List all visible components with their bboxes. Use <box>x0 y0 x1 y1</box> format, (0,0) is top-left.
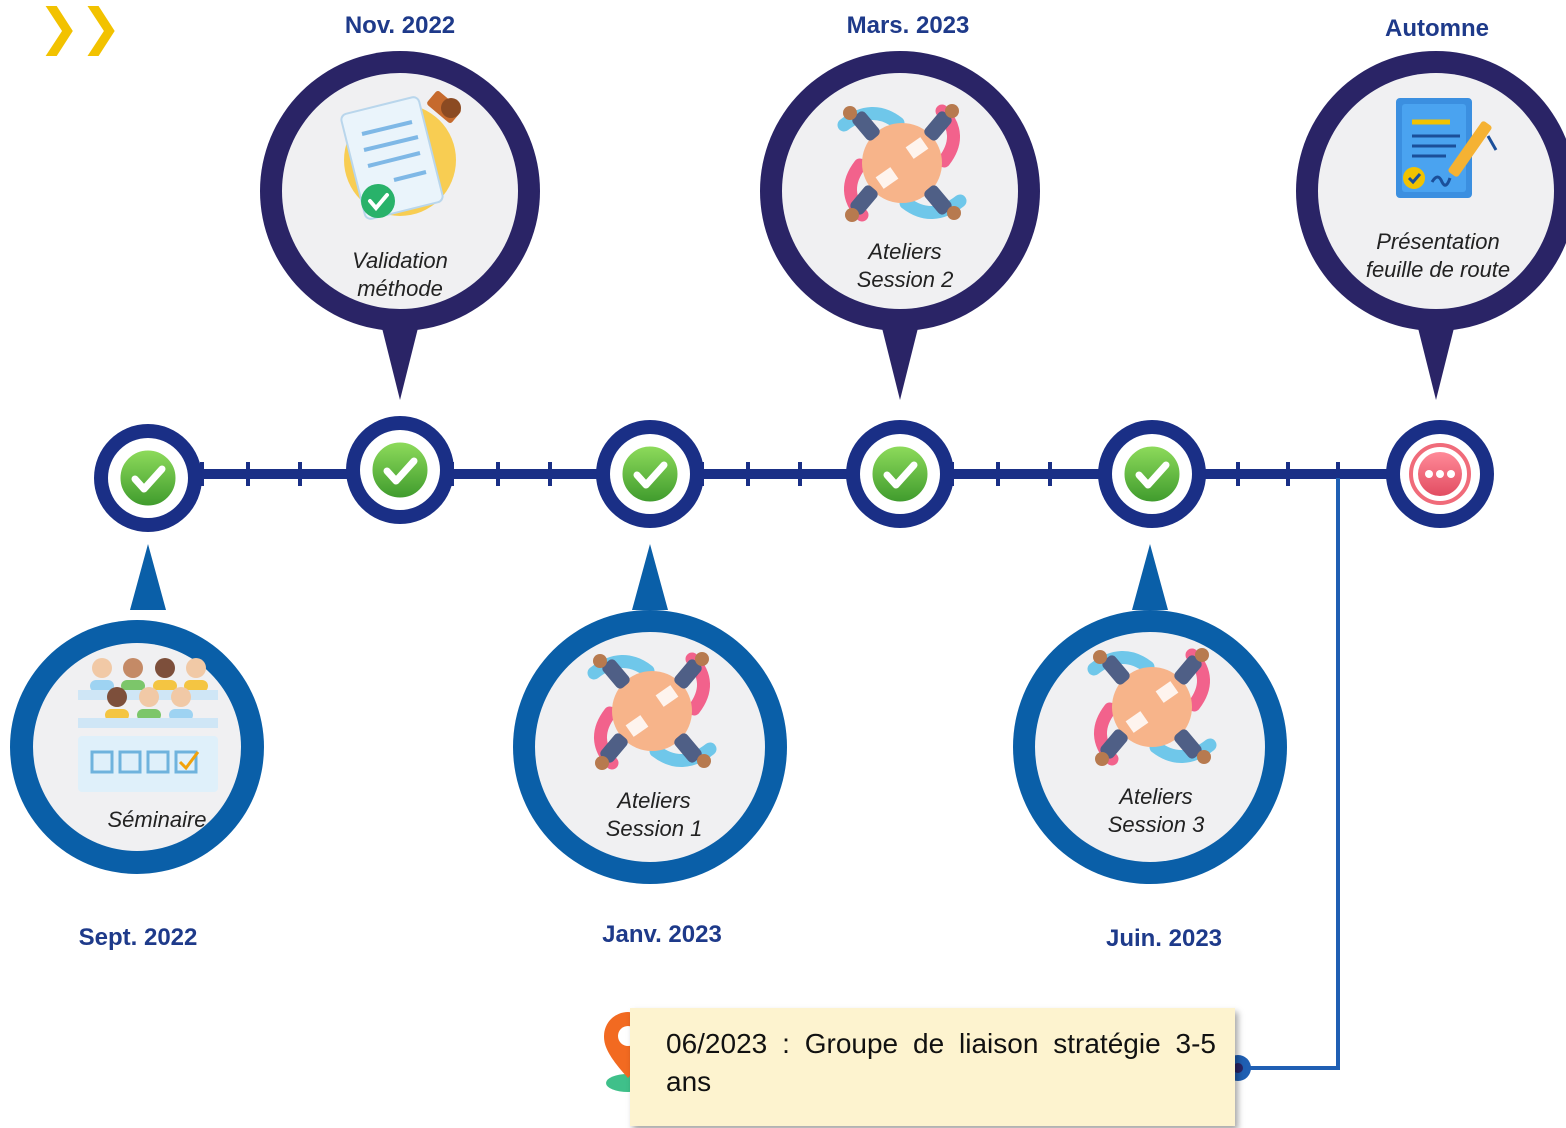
marker-janv-2023 <box>513 544 787 884</box>
marker-sept-2022 <box>10 544 264 874</box>
check-icon <box>119 449 177 507</box>
label-ateliers-session-3: Ateliers Session 3 <box>1108 783 1205 839</box>
label-line: Session 2 <box>856 267 954 292</box>
marker-automne <box>1296 51 1566 400</box>
label-ateliers-session-2: Ateliers Session 2 <box>857 238 954 294</box>
label-line: Présentation <box>1376 229 1500 254</box>
marker-nov-2022 <box>260 51 540 400</box>
date-janv-2023: Janv. 2023 <box>602 921 722 948</box>
label-line: Session 1 <box>605 816 703 841</box>
label-presentation-feuille-de-route: Présentation feuille de route <box>1366 228 1510 284</box>
check-icon <box>621 445 679 503</box>
timeline-node-3 <box>596 420 704 528</box>
signed-contract-icon <box>1396 98 1498 198</box>
label-line: méthode <box>357 276 443 301</box>
date-nov-2022: Nov. 2022 <box>344 12 456 39</box>
label-line: feuille de route <box>1365 257 1511 282</box>
label-line: Session 3 <box>1107 812 1205 837</box>
date-juin-2023: Juin. 2023 <box>1105 925 1223 952</box>
timeline-node-5 <box>1098 420 1206 528</box>
date-sept-2022: Sept. 2022 <box>78 924 198 951</box>
label-line: Validation <box>352 248 448 273</box>
label-line: Séminaire <box>107 807 207 832</box>
label-ateliers-session-1: Ateliers Session 1 <box>606 787 703 843</box>
sticky-note <box>630 1008 1235 1126</box>
meeting-table-icon <box>843 104 961 222</box>
seminar-icon <box>78 658 218 792</box>
timeline-node-1 <box>94 424 202 532</box>
note-text: 06/2023 : Groupe de liaison stratégie 3-… <box>666 1028 1216 1097</box>
label-validation-methode: Validation méthode <box>352 247 448 303</box>
meeting-table-icon <box>593 652 711 770</box>
timeline-node-2 <box>346 416 454 524</box>
marker-mars-2023 <box>760 51 1040 400</box>
meeting-table-icon <box>1093 648 1211 766</box>
check-icon <box>871 445 929 503</box>
note-connector <box>1238 478 1340 1070</box>
timeline-node-4 <box>846 420 954 528</box>
check-icon <box>1123 445 1181 503</box>
label-line: Ateliers <box>1119 784 1193 809</box>
label-seminaire: Séminaire <box>107 806 206 834</box>
chevron-right-icon: ❯❯ <box>38 0 122 56</box>
date-mars-2023: Mars. 2023 <box>846 12 970 39</box>
marker-juin-2023 <box>1013 544 1287 884</box>
label-line: Ateliers <box>617 788 691 813</box>
label-line: Ateliers <box>868 239 942 264</box>
timeline-node-6 <box>1386 420 1494 528</box>
date-automne: Automne <box>1385 15 1489 42</box>
check-icon <box>371 441 429 499</box>
more-dots-icon <box>1409 443 1471 505</box>
stamped-document-icon <box>340 91 461 220</box>
